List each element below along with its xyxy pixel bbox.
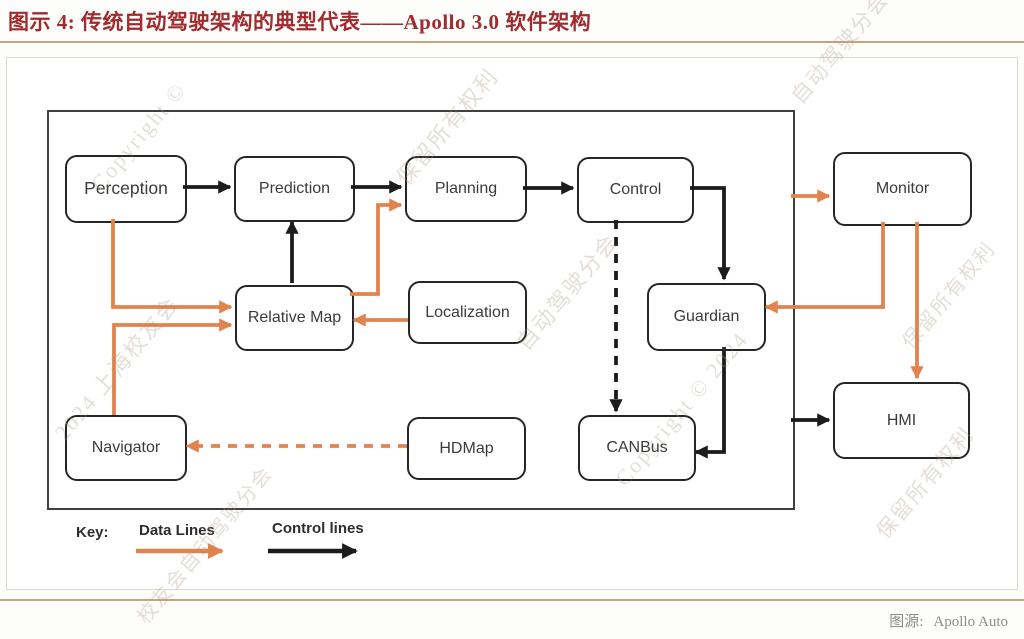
- node-perception: Perception: [65, 155, 187, 223]
- image-source-value: Apollo Auto: [933, 614, 1008, 630]
- architecture-boundary-box: [47, 110, 795, 510]
- node-monitor: Monitor: [833, 152, 972, 226]
- node-hdmap: HDMap: [407, 417, 526, 480]
- node-canbus: CANBus: [578, 415, 696, 481]
- node-navigator: Navigator: [65, 415, 187, 481]
- node-hmi: HMI: [833, 382, 970, 459]
- title-divider-line: [0, 41, 1024, 43]
- key-data-lines-label: Data Lines: [139, 522, 215, 539]
- node-prediction: Prediction: [234, 156, 355, 222]
- image-source-label: 图源:: [889, 614, 924, 630]
- figure-title: 图示 4: 传统自动驾驶架构的典型代表——Apollo 3.0 软件架构: [8, 10, 592, 34]
- node-planning: Planning: [405, 156, 527, 222]
- image-source: 图源: Apollo Auto: [889, 610, 1008, 631]
- key-label: Key:: [76, 524, 109, 541]
- key-control-lines-label: Control lines: [272, 520, 364, 537]
- node-localization: Localization: [408, 281, 527, 344]
- node-guardian: Guardian: [647, 283, 766, 351]
- footer-divider-line: [0, 599, 1024, 601]
- node-control: Control: [577, 157, 694, 223]
- node-relative-map: Relative Map: [235, 285, 354, 351]
